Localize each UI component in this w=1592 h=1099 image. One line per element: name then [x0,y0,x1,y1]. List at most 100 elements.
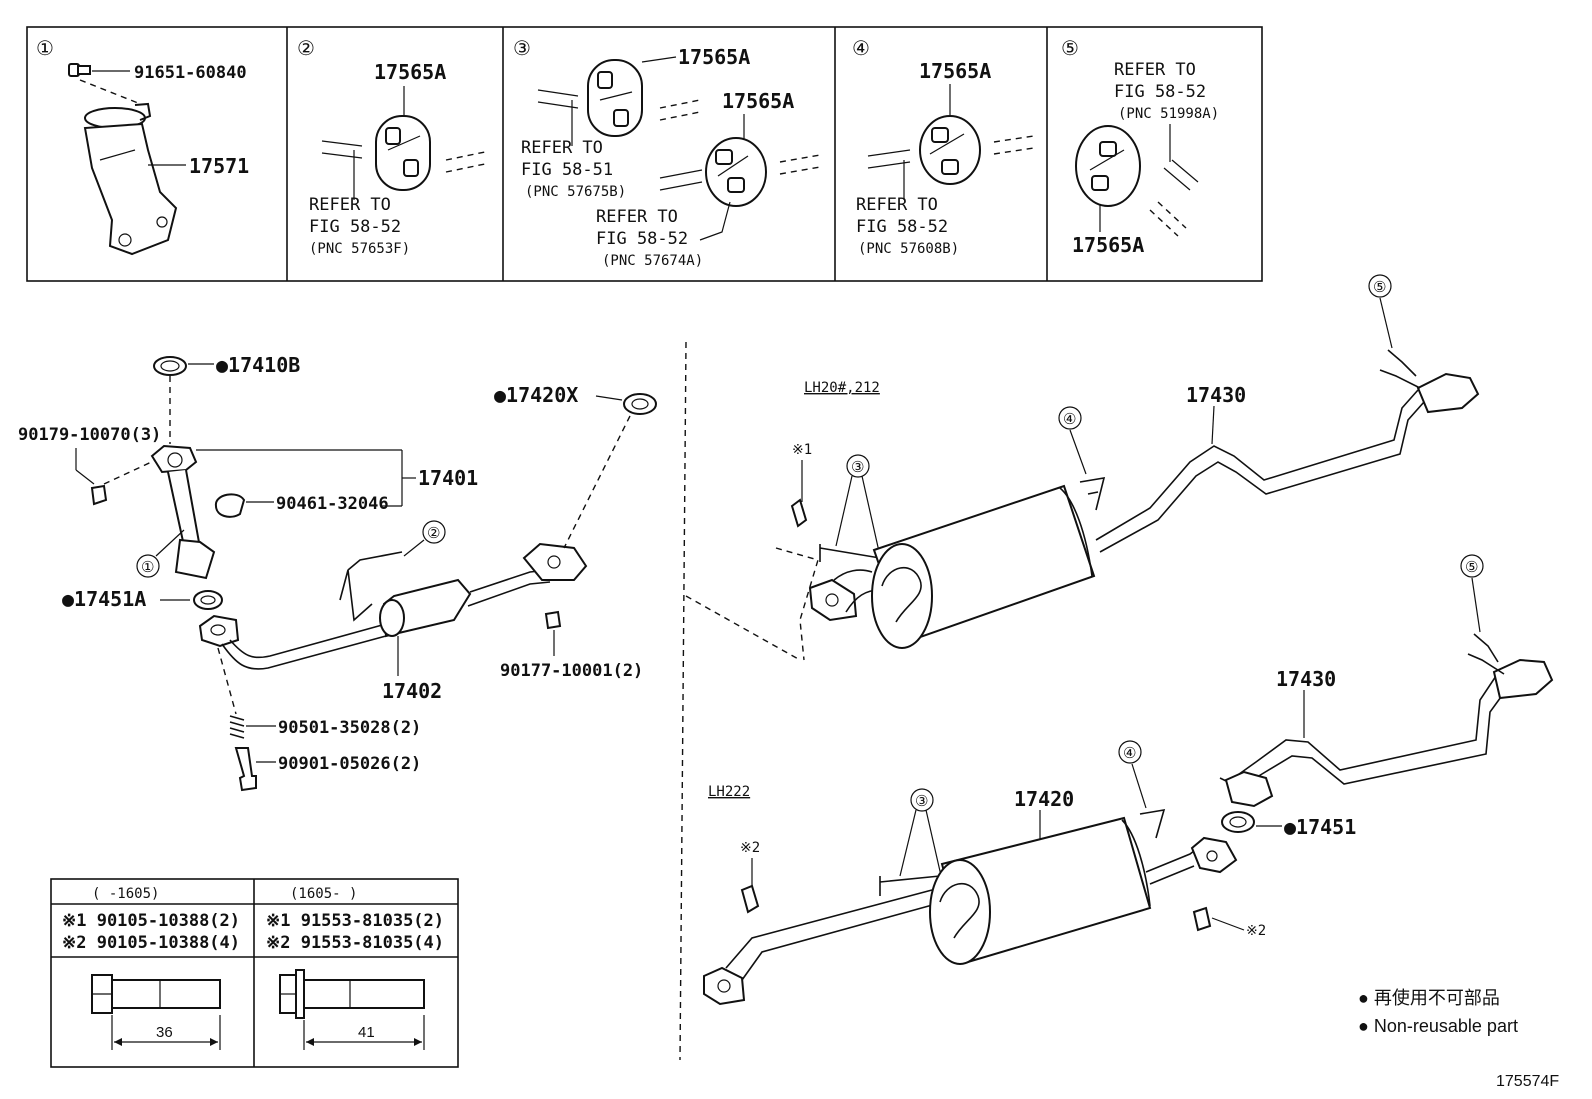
label-90901-05026: 90901-05026(2) [278,754,421,774]
callout-4-bottom: ④ [1123,745,1136,762]
panel-2-number: ② [297,38,315,60]
legend-english: ● Non-reusable part [1358,1016,1518,1036]
gasket-17451 [1221,811,1255,833]
panel-5-part-label: 17565A [1072,233,1144,257]
panel-5-number: ⑤ [1061,38,1079,60]
panel-3-part-b-label: 17565A [722,89,794,113]
label-90179-10070: 90179-10070(3) [18,425,161,445]
label-17451: ●17451 [1284,815,1356,839]
callout-3-bottom: ③ [915,793,928,810]
note-2-bottom-right: ※2 [1246,923,1266,939]
rubber-hanger-a-drawing [587,59,643,137]
gasket-17451A [193,590,223,610]
panel-3-number: ③ [513,38,531,60]
panel-2-ref-line2: FIG 58-52 [309,217,401,237]
detail-panels: ① 91651-60840 17571 ② 17565A [26,26,1263,282]
figure-code: 175574F [1496,1073,1559,1090]
panel-1-bolt-label: 91651-60840 [134,63,247,83]
detail-panels-frame [26,26,1263,282]
bolt-length-41: 41 [358,1024,375,1041]
callout-5-bottom: ⑤ [1465,559,1478,576]
rubber-hanger-b-drawing [705,137,767,207]
callout-3-bottom-circle [910,788,934,812]
bolt-table-col1-header: ( -1605) [92,886,159,902]
bolt-table-col2-row2: ※2 91553-81035(4) [266,933,444,953]
rear-muffler-top: LH20#,212 ※1 ③ ④ ⑤ 17430 [685,274,1480,661]
label-17420X: ●17420X [494,383,578,407]
callout-5-top-circle [1368,274,1392,298]
rubber-hanger-drawing [375,115,431,191]
panel-3-ref-a-line2: FIG 58-51 [521,160,613,180]
detail-panel-4: ④ 17565A REFER TO FIG 58-52 (PNC 57608B) [852,38,1035,257]
panel-2-ref-line3: (PNC 57653F) [309,241,410,257]
bolt-table-col1-row1: ※1 90105-10388(2) [62,911,240,931]
gasket-17410B [153,356,187,376]
rubber-hanger-drawing [919,115,981,185]
variant-label-bottom: LH222 [708,784,750,800]
panel-4-ref-line3: (PNC 57608B) [858,241,959,257]
panel-4-part-label: 17565A [919,59,991,83]
clamp-90461 [214,493,246,518]
panel-4-number: ④ [852,38,870,60]
label-17430-top: 17430 [1186,383,1246,407]
panel-4-ref-line1: REFER TO [856,195,938,215]
manifold-pipe-17401 [150,444,216,580]
note-1-top: ※1 [792,442,812,458]
panel-3-ref-a-line3: (PNC 57675B) [525,184,626,200]
bolt-table-col1-row2: ※2 90105-10388(4) [62,933,240,953]
legend: ● 再使用不可部品 ● Non-reusable part [1358,988,1518,1036]
panel-1-number: ① [36,38,54,60]
detail-panel-3: ③ 17565A REFER TO FIG 58-51 (PNC 57675B)… [513,38,821,269]
callout-4-top-circle [1058,406,1082,430]
nut-90179 [90,484,108,506]
panel-5-ref-line1: REFER TO [1114,60,1196,80]
bolt-table-col2-header: (1605- ) [290,886,357,902]
callout-4-bottom-circle [1118,740,1142,764]
variant-label-top: LH20#,212 [804,380,880,396]
bolt-drawing [68,63,91,77]
panel-3-ref-a-line1: REFER TO [521,138,603,158]
gasket-17420X [623,393,657,415]
label-90461-32046: 90461-32046 [276,494,389,514]
bolt-drawing-36 [91,974,221,1050]
panel-2-ref-line1: REFER TO [309,195,391,215]
callout-5-bottom-circle [1460,554,1484,578]
bolt-length-36: 36 [156,1024,173,1041]
detail-panel-2: ② 17565A REFER TO FIG 58-52 (PNC 57653F) [297,38,486,257]
label-17430-bottom: 17430 [1276,667,1336,691]
bolt-table-col2-row1: ※1 91553-81035(2) [266,911,444,931]
bolt-bottom-left [740,884,760,914]
bolt-top [790,498,808,528]
callout-2-circle [422,520,446,544]
bolt-bottom-right [1192,906,1212,932]
legend-japanese: ● 再使用不可部品 [1358,988,1500,1008]
rubber-hanger-drawing [1075,125,1141,207]
panel-3-ref-b-line2: FIG 58-52 [596,229,688,249]
callout-3-top-circle [846,454,870,478]
panel-5-ref-line2: FIG 58-52 [1114,82,1206,102]
front-pipe-17402 [198,542,588,670]
callout-5-top: ⑤ [1373,279,1386,296]
rear-muffler-bottom: LH222 ※2 ③ ※2 ●17451 [703,554,1554,1006]
panel-5-ref-line3: (PNC 51998A) [1118,106,1219,122]
bolt-90901 [234,747,257,792]
bolt-drawing-41 [279,969,425,1050]
section-separator [679,341,687,1061]
panel-3-part-a-label: 17565A [678,45,750,69]
callout-2: ② [427,525,440,542]
label-17401: 17401 [418,466,478,490]
callout-1: ① [141,559,154,576]
callout-3-top: ③ [851,459,864,476]
detail-panel-1: ① 91651-60840 17571 [36,38,249,256]
label-17420: 17420 [1014,787,1074,811]
label-17451A: ●17451A [62,587,146,611]
hanger-bracket-drawing [83,102,178,256]
callout-1-circle [136,554,160,578]
front-pipe-assembly: ●17410B 90179-10070(3) 17401 90461-32046… [18,353,657,792]
panel-1-bracket-label: 17571 [189,154,249,178]
callout-4-top: ④ [1063,411,1076,428]
note-2-bottom-left: ※2 [740,840,760,856]
label-90177-10001: 90177-10001(2) [500,661,643,681]
spring-90501 [229,715,245,739]
